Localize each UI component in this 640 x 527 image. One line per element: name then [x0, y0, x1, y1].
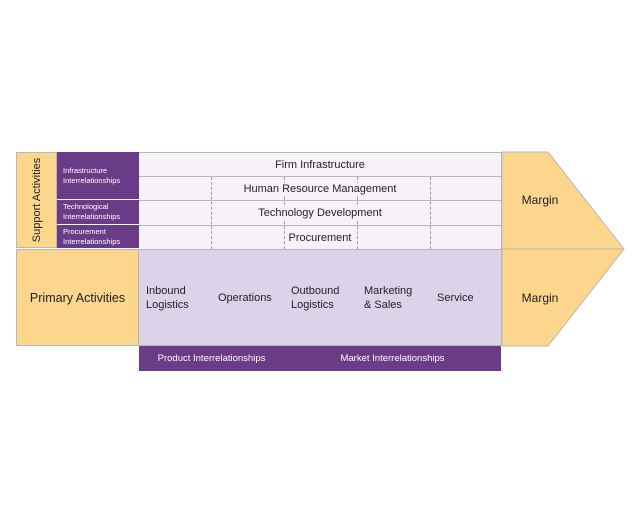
- margin-top-label: Margin: [521, 193, 559, 207]
- support-row-technology: Technology Development: [139, 200, 502, 226]
- market-interrelationships: Market Interrelationships: [284, 346, 502, 371]
- primary-activities-label: Primary Activities: [16, 249, 139, 346]
- support-row-procurement: Procurement: [139, 225, 502, 250]
- product-interrelationships: Product Interrelationships: [139, 346, 285, 371]
- inbound-logistics: Inbound Logistics: [139, 249, 212, 346]
- marketing-sales: Marketing & Sales: [357, 249, 431, 346]
- dashed-divider: [211, 177, 212, 249]
- outbound-logistics: Outbound Logistics: [284, 249, 358, 346]
- support-row-human-resource: Human Resource Management: [139, 176, 502, 201]
- dashed-divider: [430, 177, 431, 249]
- operations: Operations: [211, 249, 285, 346]
- support-activities-text: Support Activities: [30, 157, 43, 243]
- support-activities-label: Support Activities: [16, 152, 57, 248]
- service: Service: [430, 249, 502, 346]
- margin-bottom-label: Margin: [521, 291, 559, 305]
- support-row-firm-infrastructure: Firm Infrastructure: [139, 152, 502, 177]
